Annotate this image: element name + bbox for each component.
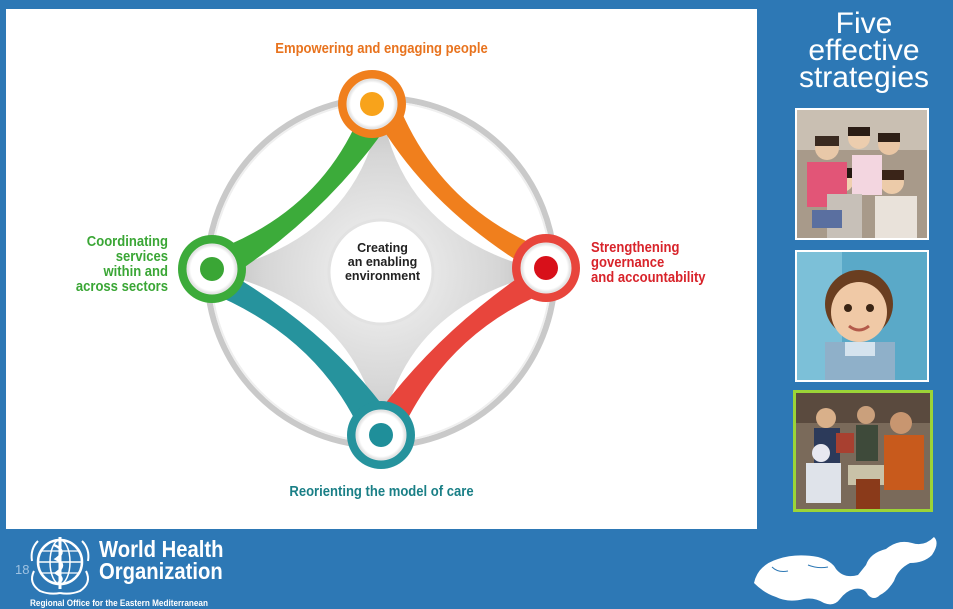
center-circle [327, 218, 435, 326]
title-line: strategies [798, 61, 930, 94]
center-label: Creating an enabling environment [330, 241, 435, 283]
healthcare-workers-photo [793, 390, 933, 512]
strategy-diagram [178, 70, 580, 469]
label-line: Strengthening [591, 240, 680, 256]
org-name-line: Organization [99, 558, 223, 584]
org-name-line: World Health [99, 536, 224, 562]
node-left [178, 235, 246, 303]
arm-right-bottom [368, 259, 559, 439]
group-of-young-women-photo [795, 108, 929, 240]
arm-left-top [202, 99, 396, 289]
sidebar-title: Five effective strategies [784, 7, 944, 94]
node-top [338, 70, 406, 138]
diagram-panel: Creating an enabling environment Empower… [6, 9, 757, 529]
label-line: and accountability [591, 270, 706, 286]
smiling-child-photo [795, 250, 929, 382]
label-line: within and [103, 264, 168, 280]
title-line: Five [835, 7, 893, 40]
who-logo: World Health Organization Regional Offic… [24, 528, 264, 609]
slide-number: 18 [15, 562, 30, 577]
who-name: World Health Organization [99, 536, 224, 584]
label-line: across sectors [75, 279, 168, 295]
label-line: governance [591, 255, 665, 271]
center-line: an enabling [347, 255, 418, 269]
label-empowering: Empowering and engaging people [275, 41, 488, 57]
arm-top-right [378, 93, 558, 285]
node-right [512, 234, 580, 302]
node-bottom [347, 401, 415, 469]
eastern-mediterranean-map-icon [754, 537, 937, 605]
title-line: effective [808, 34, 920, 67]
who-region-label: Regional Office for the Eastern Mediterr… [30, 598, 208, 609]
label-reorienting: Reorienting the model of care [289, 484, 474, 500]
center-line: environment [344, 269, 420, 283]
center-line: Creating [357, 241, 408, 255]
who-emblem-icon [30, 537, 90, 595]
label-strengthening: Strengthening governance and accountabil… [591, 241, 735, 286]
label-line: Coordinating [86, 234, 168, 250]
arm-bottom-left [204, 259, 394, 449]
label-line: services [115, 249, 168, 265]
label-coordinating: Coordinating services within and across … [42, 235, 168, 295]
